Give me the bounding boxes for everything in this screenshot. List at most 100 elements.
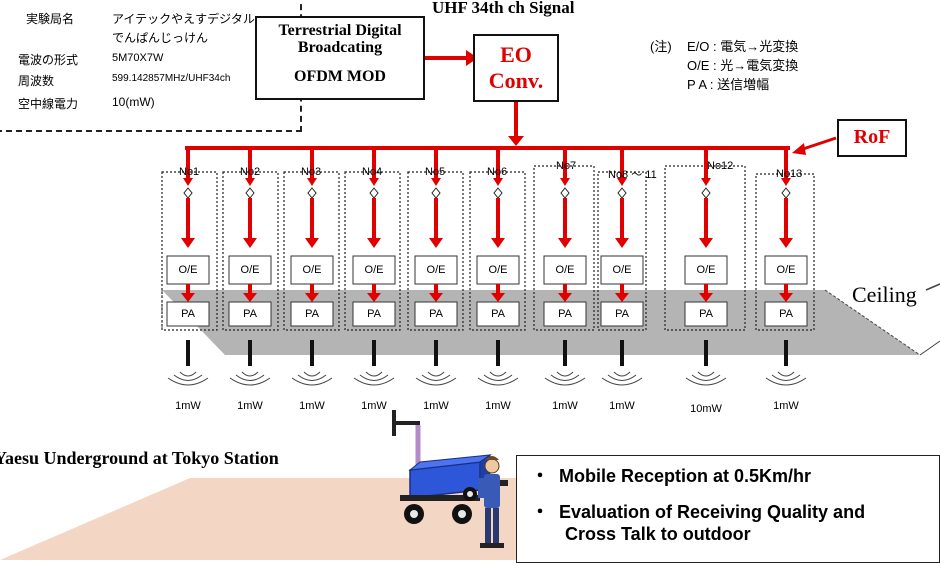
info-label-1: 実験局名	[26, 12, 75, 26]
radiation-wave	[556, 371, 574, 377]
unit-enclosure	[469, 171, 526, 331]
person-figure	[478, 456, 508, 548]
ceiling-pointer	[925, 283, 940, 291]
station-info-box: 実験局名 アイテックやえすデジタル でんぱんじっけん 電波の形式 5M70X7W…	[0, 0, 302, 132]
unit-enclosure	[283, 171, 340, 331]
pa-label: PA	[305, 308, 319, 320]
radiation-wave	[550, 374, 580, 381]
rf-arrow	[699, 293, 713, 302]
radiation-wave	[359, 374, 389, 381]
fiber-drop-arrow	[431, 178, 441, 186]
note-eo: E/O : 電気→光変換	[687, 39, 799, 54]
radiation-wave	[167, 377, 209, 386]
fiber-drop-arrow	[781, 178, 791, 186]
rf-arrow	[305, 293, 319, 302]
oe-label: O/E	[178, 264, 198, 276]
radiation-wave	[489, 371, 507, 377]
info-value-1: アイテックやえすデジタル	[112, 12, 255, 26]
radiation-wave	[697, 371, 715, 377]
unit-number-label: No4	[362, 166, 383, 178]
oe-label: O/E	[776, 264, 796, 276]
pa-label: PA	[558, 308, 572, 320]
ofdm-modulator-box: Terrestrial Digital Broadcating OFDM MOD	[255, 16, 425, 100]
fiber-arrow	[779, 238, 793, 248]
fiber-arrow	[367, 238, 381, 248]
oe-converter-box	[228, 255, 272, 285]
power-amplifier-box	[166, 301, 210, 327]
radiation-wave	[303, 371, 321, 377]
oe-label: O/E	[240, 264, 260, 276]
rf-arrow	[181, 293, 195, 302]
unit-number-label: No13	[776, 168, 803, 180]
fiber-arrow	[429, 238, 443, 248]
rf-arrow	[243, 293, 257, 302]
notes-prefix: (注)	[650, 39, 672, 54]
radiation-wave	[235, 374, 265, 381]
pa-label: PA	[615, 308, 629, 320]
radiation-wave	[241, 371, 259, 377]
radiation-wave	[771, 374, 801, 381]
output-power-label: 1mW	[423, 400, 449, 412]
output-power-label: 1mW	[485, 400, 511, 412]
power-amplifier-box	[290, 301, 334, 327]
radiation-wave	[477, 377, 519, 386]
output-power-label: 10mW	[690, 403, 722, 415]
tx-line-3: OFDM MOD	[294, 68, 386, 85]
tx-to-eo-arrow	[466, 50, 478, 66]
radiation-wave	[179, 371, 197, 377]
output-power-label: 1mW	[299, 400, 325, 412]
info-value-4: 599.142857MHz/UHF34ch	[112, 73, 231, 84]
oe-converter-box	[764, 255, 808, 285]
ceiling-edge	[824, 289, 921, 356]
radiation-wave	[291, 377, 333, 386]
radiation-wave	[297, 374, 327, 381]
output-power-label: 1mW	[773, 400, 799, 412]
radiation-wave	[777, 371, 795, 377]
pa-label: PA	[699, 308, 713, 320]
oe-converter-box	[290, 255, 334, 285]
radiation-wave	[601, 377, 643, 386]
info-label-4: 周波数	[18, 74, 55, 88]
rf-arrow	[491, 293, 505, 302]
oe-converter-box	[166, 255, 210, 285]
info-label-5: 空中線電力	[18, 97, 79, 111]
radiation-wave	[365, 371, 383, 377]
oe-converter-box	[600, 255, 644, 285]
note-oe: O/E : 光→電気変換	[687, 58, 799, 73]
fiber-arrow	[243, 238, 257, 248]
info-value-2: でんぱんじっけん	[112, 31, 209, 45]
tx-line-1: Terrestrial Digital	[278, 22, 402, 39]
power-amplifier-box	[476, 301, 520, 327]
unit-number-label: No3	[301, 166, 322, 178]
bullet-2-text-1: Evaluation of Receiving Quality and	[559, 502, 866, 522]
tx-line-2: Broadcating	[297, 39, 383, 56]
rof-label: RoF	[837, 119, 907, 157]
output-power-label: 1mW	[609, 400, 635, 412]
radiation-wave	[685, 377, 727, 386]
rf-arrow	[558, 293, 572, 302]
pa-label: PA	[429, 308, 443, 320]
fiber-drop-arrow	[493, 178, 503, 186]
output-power-label: 1mW	[175, 400, 201, 412]
radiation-wave	[613, 371, 631, 377]
radiation-wave	[607, 374, 637, 381]
oe-converter-box	[414, 255, 458, 285]
fiber-arrow	[305, 238, 319, 248]
pa-label: PA	[779, 308, 793, 320]
fiber-arrow	[699, 238, 713, 248]
unit-enclosure	[407, 171, 464, 331]
unit-enclosure	[161, 171, 218, 331]
bullet-2: ・Evaluation of Receiving Quality and	[531, 502, 865, 522]
unit-number-label: No6	[487, 166, 508, 178]
radiation-wave	[173, 374, 203, 381]
info-value-3: 5M70X7W	[112, 52, 164, 64]
unit-number-label: No2	[240, 166, 261, 178]
oe-label: O/E	[488, 264, 508, 276]
oe-label: O/E	[426, 264, 446, 276]
radiation-wave	[544, 377, 586, 386]
pa-label: PA	[243, 308, 257, 320]
power-amplifier-box	[764, 301, 808, 327]
fiber-drop-arrow	[369, 178, 379, 186]
info-label-3: 電波の形式	[18, 53, 79, 67]
